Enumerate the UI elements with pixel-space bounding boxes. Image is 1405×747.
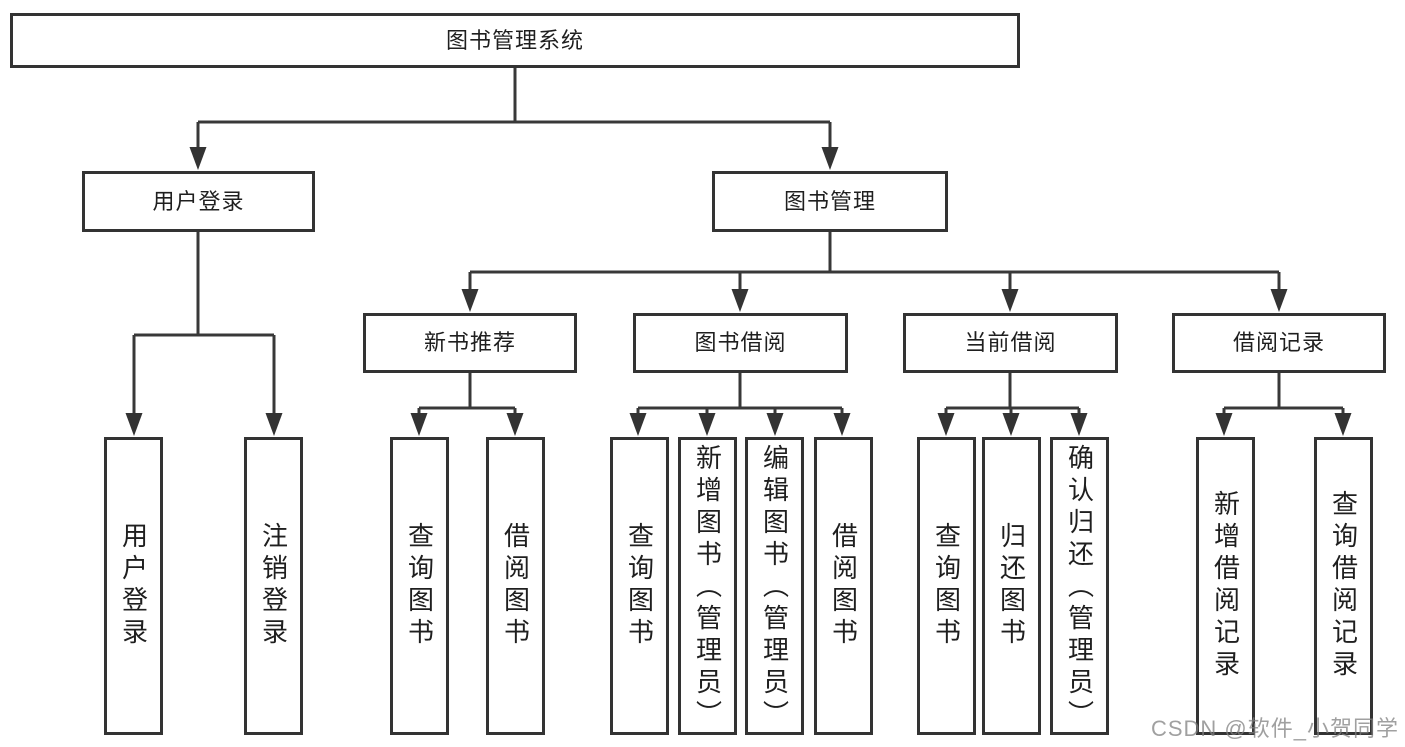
node-library-management-system: 图书管理系统 — [10, 13, 1020, 68]
leaf-add-borrow-record: 新增借阅记录 — [1196, 437, 1255, 735]
leaf-confirm-return-admin: 确认归还（管理员） — [1050, 437, 1109, 735]
node-borrowing-records: 借阅记录 — [1172, 313, 1386, 373]
leaf-query-books-recommend: 查询图书 — [390, 437, 449, 735]
node-book-borrowing: 图书借阅 — [633, 313, 848, 373]
leaf-borrow-books-recommend: 借阅图书 — [486, 437, 545, 735]
node-book-management: 图书管理 — [712, 171, 948, 232]
leaf-return-books: 归还图书 — [982, 437, 1041, 735]
leaf-borrow-books: 借阅图书 — [814, 437, 873, 735]
csdn-watermark: CSDN @软件_小贺同学 — [1150, 716, 1399, 741]
leaf-logout: 注销登录 — [244, 437, 303, 735]
leaf-query-books-borrowing: 查询图书 — [610, 437, 669, 735]
leaf-query-books-current: 查询图书 — [917, 437, 976, 735]
node-new-book-recommendation: 新书推荐 — [363, 313, 577, 373]
leaf-query-borrow-record: 查询借阅记录 — [1314, 437, 1373, 735]
leaf-add-books-admin: 新增图书（管理员） — [678, 437, 737, 735]
node-current-borrowing: 当前借阅 — [903, 313, 1118, 373]
leaf-edit-books-admin: 编辑图书（管理员） — [745, 437, 804, 735]
node-user-login: 用户登录 — [82, 171, 315, 232]
leaf-user-login: 用户登录 — [104, 437, 163, 735]
